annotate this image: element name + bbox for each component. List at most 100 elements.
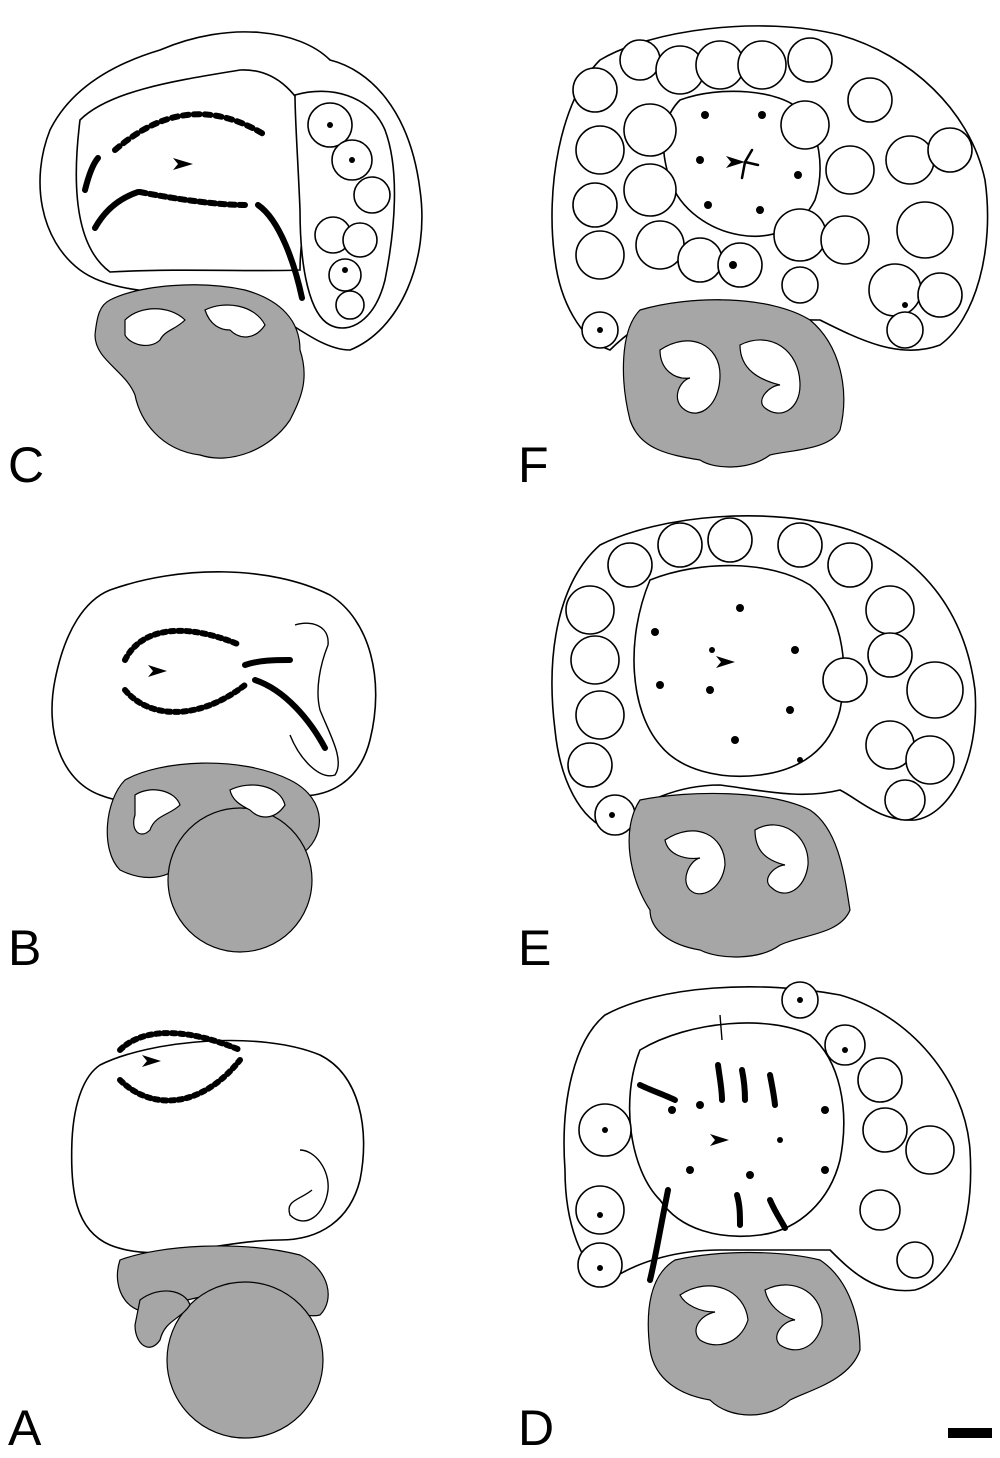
panel-e-vesicle <box>868 633 912 677</box>
panel-c-vesicle <box>354 177 390 213</box>
panel-f-vesicle <box>918 273 962 317</box>
panel-f-vesicle <box>696 41 744 89</box>
panel-d-dot <box>668 1106 676 1114</box>
panel-f: F <box>518 26 988 493</box>
panel-a-outer-outline <box>72 1041 364 1253</box>
panel-e-dot <box>786 706 794 714</box>
panel-c-dot <box>349 157 355 163</box>
panel-e: E <box>518 516 976 976</box>
panel-f-vesicle <box>774 209 826 261</box>
panel-d-dot <box>746 1171 754 1179</box>
panel-e-dot <box>736 604 744 612</box>
panel-e-dot <box>731 736 739 744</box>
panel-f-vesicle <box>678 238 722 282</box>
panel-f-vesicle <box>738 41 786 89</box>
panel-f-vesicle <box>624 104 676 156</box>
panel-f-dot <box>701 111 709 119</box>
panel-f-vesicle <box>826 146 874 194</box>
panel-e-vesicle <box>566 586 614 634</box>
panel-f-dot <box>794 171 802 179</box>
panel-c-grey-structure <box>95 285 304 458</box>
panel-f-grey-structure <box>623 300 843 467</box>
panel-e-dot <box>791 646 799 654</box>
panel-f-vesicle <box>573 68 617 112</box>
panel-f-vesicle <box>781 101 829 149</box>
panel-e-vesicle <box>658 523 702 567</box>
panel-f-vesicle <box>869 264 921 316</box>
panel-e-dot <box>609 812 615 818</box>
panel-d-dot <box>686 1166 694 1174</box>
panel-f-vesicle <box>788 38 832 82</box>
panel-f-vesicle <box>928 128 972 172</box>
panel-f-dot <box>704 201 712 209</box>
panel-e-vesicle <box>906 736 954 784</box>
panel-f-dot <box>756 206 764 214</box>
panel-c-vesicle <box>343 223 377 257</box>
panel-f-vesicle <box>573 183 617 227</box>
panel-d-label: D <box>518 1400 554 1456</box>
panel-f-vesicle <box>576 126 624 174</box>
panel-b: B <box>8 572 376 976</box>
panel-d-dot <box>696 1101 704 1109</box>
panel-f-vesicle <box>620 40 660 80</box>
panel-c-dot <box>342 267 348 273</box>
panel-f-vesicle <box>718 243 762 287</box>
panel-e-dot <box>651 628 659 636</box>
panel-f-vesicle <box>782 267 818 303</box>
panel-e-dot <box>709 647 715 653</box>
panel-e-vesicle <box>708 518 752 562</box>
panel-e-vesicle <box>571 636 619 684</box>
panel-d-vesicle <box>906 1126 954 1174</box>
panel-d-dot <box>821 1106 829 1114</box>
panel-e-dot <box>706 686 714 694</box>
panel-e-vesicle <box>568 743 612 787</box>
panel-e-vesicle <box>576 691 624 739</box>
panel-a: A <box>8 1033 364 1456</box>
panel-d-streak <box>737 1195 740 1225</box>
panel-f-vesicle <box>576 231 624 279</box>
panel-f-vesicle <box>636 221 684 269</box>
panel-c-vesicle <box>336 291 364 319</box>
panel-d-vesicle <box>576 1186 624 1234</box>
panel-e-vesicle <box>608 543 652 587</box>
panel-b-label: B <box>8 920 41 976</box>
panel-f-vesicle <box>887 312 923 348</box>
panel-f-vesicle <box>897 202 953 258</box>
panel-d-vesicle <box>860 1190 900 1230</box>
panel-e-label: E <box>518 920 551 976</box>
panel-e-dot <box>656 681 664 689</box>
panel-b-yolk <box>168 808 312 952</box>
panel-f-vesicle <box>848 78 892 122</box>
panel-f-dot <box>758 111 766 119</box>
panel-d-vesicle <box>863 1108 907 1152</box>
panel-f-vesicle <box>624 164 676 216</box>
panel-f-dot <box>597 327 603 333</box>
panel-d-dot <box>842 1047 848 1053</box>
scale-bar <box>948 1428 992 1438</box>
panel-c-inner-region <box>76 70 313 272</box>
panel-f-vesicle <box>821 216 869 264</box>
panel-f-dot <box>729 261 737 269</box>
panel-d-streak <box>742 1070 745 1100</box>
panel-f-dot <box>696 156 704 164</box>
panel-f-dot <box>902 302 908 308</box>
panel-e-grey-structure <box>629 793 850 957</box>
panel-d-dot <box>597 1212 603 1218</box>
panel-f-vesicle <box>886 136 934 184</box>
panel-d-dot <box>797 997 803 1003</box>
panel-d-vesicle <box>825 1025 865 1065</box>
panel-e-vesicle <box>828 543 872 587</box>
panel-d-dot <box>602 1127 608 1133</box>
panel-d-grey-structure <box>648 1253 860 1416</box>
panel-e-dot <box>797 757 803 763</box>
panel-d-dot <box>821 1166 829 1174</box>
panel-e-central-lumen <box>634 566 844 777</box>
panel-a-label: A <box>8 1400 42 1456</box>
panel-e-vesicle <box>778 523 822 567</box>
panel-d-dot <box>597 1265 603 1271</box>
panel-c-label: C <box>8 437 44 493</box>
panel-d-vesicle <box>897 1242 933 1278</box>
panel-e-vesicle <box>885 780 925 820</box>
panel-d-vesicle <box>858 1058 902 1102</box>
